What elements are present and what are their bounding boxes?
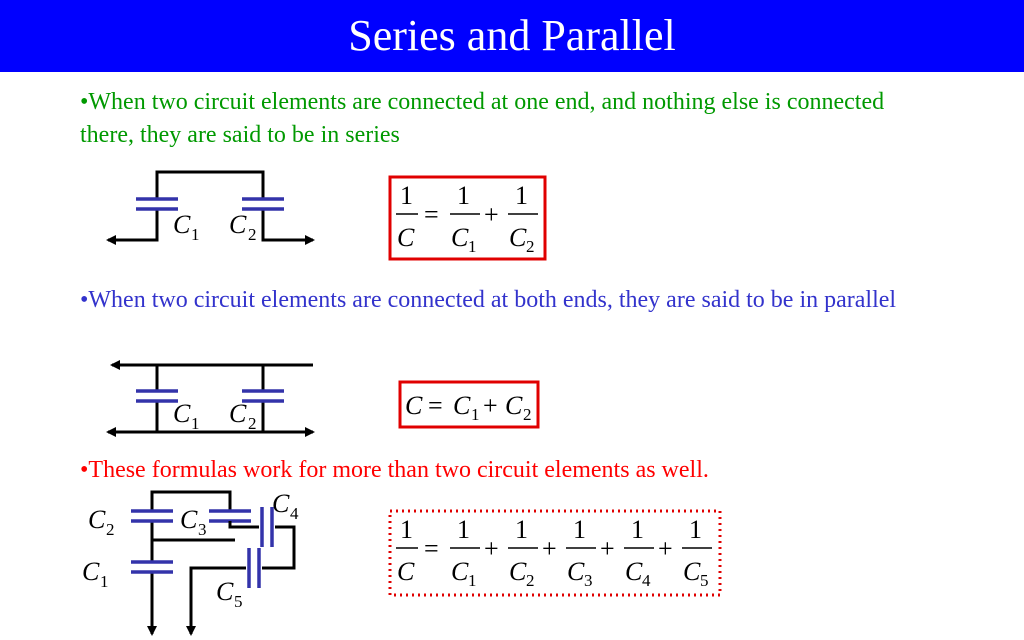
svg-text:+: +	[658, 534, 673, 563]
label-c2-sub: 2	[248, 225, 257, 244]
svg-text:+: +	[542, 534, 557, 563]
formula-box	[388, 175, 547, 261]
svg-text:+: +	[600, 534, 615, 563]
svg-text:4: 4	[642, 571, 651, 590]
svg-text:+: +	[483, 391, 498, 420]
svg-text:1: 1	[457, 515, 470, 544]
svg-text:C: C	[683, 557, 701, 586]
series-bullet: •When two circuit elements are connected…	[80, 89, 885, 148]
parallel-formula: C = C 1 + C 2	[398, 380, 540, 429]
general-bullet: •These formulas work for more than two c…	[80, 457, 709, 483]
parallel-circuit-diagram: C 1 C 2	[106, 360, 315, 437]
label-c2: C	[229, 399, 247, 428]
svg-text:5: 5	[700, 571, 709, 590]
svg-text:1: 1	[471, 405, 480, 424]
svg-text:1: 1	[400, 515, 413, 544]
svg-text:C: C	[397, 223, 415, 252]
svg-text:1: 1	[631, 515, 644, 544]
svg-text:2: 2	[523, 405, 532, 424]
label-c2: C	[229, 210, 247, 239]
svg-text:C: C	[505, 391, 523, 420]
svg-text:1: 1	[573, 515, 586, 544]
svg-text:C: C	[451, 557, 469, 586]
svg-text:C: C	[509, 557, 527, 586]
svg-text:1: 1	[515, 515, 528, 544]
svg-text:2: 2	[526, 237, 535, 256]
combined-circuit-diagram: C 2 C 3 C 4 C 1 C 5	[82, 489, 299, 636]
series-circuit-diagram: C 1 C 2	[106, 170, 315, 245]
formula-box	[398, 380, 540, 429]
svg-text:1: 1	[457, 181, 470, 210]
label-c2-sub: 2	[248, 414, 257, 433]
svg-text:2: 2	[526, 571, 535, 590]
svg-text:4: 4	[290, 504, 299, 523]
label-c5: C	[216, 577, 234, 606]
label-c1-sub: 1	[191, 414, 200, 433]
svg-text:C: C	[451, 223, 469, 252]
label-c4: C	[272, 489, 290, 518]
svg-text:C: C	[625, 557, 643, 586]
parallel-bullet: •When two circuit elements are connected…	[80, 287, 897, 313]
svg-text:C: C	[405, 391, 423, 420]
svg-text:3: 3	[584, 571, 593, 590]
svg-text:1: 1	[468, 237, 477, 256]
svg-text:1: 1	[468, 571, 477, 590]
series-formula: 1 C = 1 C 1 + 1 C 2	[388, 175, 547, 261]
svg-text:+: +	[484, 534, 499, 563]
general-formula: 1 C = 1 C 1 + 1 C 2 + 1 C 3 + 1 C 4 + 1 …	[388, 509, 722, 597]
svg-text:1: 1	[689, 515, 702, 544]
label-c1: C	[82, 557, 100, 586]
svg-text:C: C	[509, 223, 527, 252]
svg-text:1: 1	[515, 181, 528, 210]
svg-text:5: 5	[234, 592, 243, 611]
svg-text:C: C	[453, 391, 471, 420]
svg-text:1: 1	[400, 181, 413, 210]
label-c1-sub: 1	[191, 225, 200, 244]
svg-text:=: =	[424, 200, 439, 229]
svg-text:C: C	[397, 557, 415, 586]
svg-text:+: +	[484, 200, 499, 229]
svg-text:2: 2	[106, 520, 115, 539]
label-c2: C	[88, 505, 106, 534]
svg-text:=: =	[424, 534, 439, 563]
svg-text:3: 3	[198, 520, 207, 539]
formula-box	[388, 509, 722, 597]
svg-text:1: 1	[100, 572, 109, 591]
svg-text:=: =	[428, 391, 443, 420]
slide-title: Series and Parallel	[0, 0, 1024, 72]
label-c3: C	[180, 505, 198, 534]
label-c1: C	[173, 210, 191, 239]
svg-text:C: C	[567, 557, 585, 586]
label-c1: C	[173, 399, 191, 428]
